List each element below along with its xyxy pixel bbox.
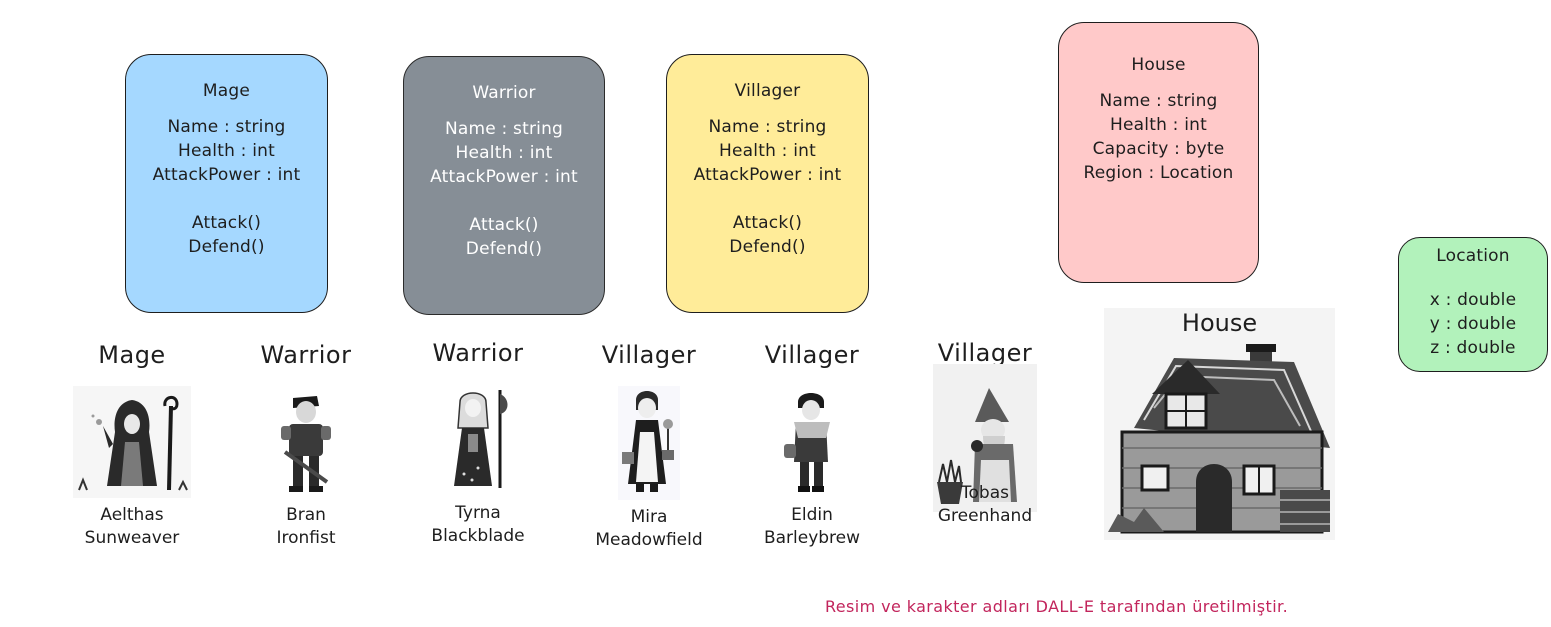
mage-sprite-icon bbox=[73, 386, 191, 498]
character-role-label: Villager bbox=[937, 339, 1033, 367]
character-name-line1: Tyrna bbox=[455, 503, 501, 523]
class-title: Mage bbox=[202, 81, 251, 101]
class-field: Name : string bbox=[1099, 91, 1218, 111]
class-field: Health : int bbox=[455, 143, 553, 163]
warrior-sprite-icon bbox=[442, 384, 514, 496]
villager-sprite-icon bbox=[618, 386, 680, 500]
class-field: z : double bbox=[1430, 338, 1516, 358]
section-gap bbox=[667, 187, 868, 211]
class-field: Health : int bbox=[178, 141, 275, 161]
class-field: Capacity : byte bbox=[1092, 139, 1225, 159]
character-name-line1: Tobas bbox=[961, 483, 1009, 503]
character-role-label: Mage bbox=[98, 341, 166, 369]
class-field: Name : string bbox=[167, 117, 286, 137]
character-card-tyrna: Warrior Tyrna Blackblade bbox=[408, 338, 548, 548]
class-method: Attack() bbox=[469, 215, 539, 235]
character-name-line1: Mira bbox=[630, 507, 668, 527]
class-field: Name : string bbox=[444, 119, 564, 139]
section-gap bbox=[404, 189, 604, 213]
class-method: Defend() bbox=[188, 237, 265, 257]
character-name-line2: Greenhand bbox=[937, 506, 1033, 526]
class-field: AttackPower : int bbox=[430, 167, 578, 187]
character-name-line2: Barleybrew bbox=[763, 528, 861, 548]
character-name-line1: Bran bbox=[286, 505, 326, 525]
character-card-bran: Warrior Bran Ironfist bbox=[236, 340, 376, 550]
character-role-label: Warrior bbox=[432, 339, 524, 367]
class-method: Attack() bbox=[732, 213, 803, 233]
class-field: AttackPower : int bbox=[693, 165, 842, 185]
class-title: Villager bbox=[734, 81, 801, 101]
character-role-label: Villager bbox=[601, 341, 697, 369]
warrior-class-box: Warrior Name : string Health : int Attac… bbox=[403, 56, 605, 315]
section-gap bbox=[126, 187, 327, 211]
character-name-line1: Aelthas bbox=[100, 505, 164, 525]
character-card-aelthas: Mage Aelthas Sunweaver bbox=[62, 340, 202, 550]
class-field: y : double bbox=[1429, 314, 1517, 334]
villager-sprite-icon bbox=[782, 386, 842, 498]
class-method: Attack() bbox=[191, 213, 262, 233]
house-illustration: House bbox=[1104, 308, 1335, 540]
class-field: Region : Location bbox=[1083, 163, 1234, 183]
character-role-label: Villager bbox=[764, 341, 860, 369]
character-card-tobas: Villager Tobas Greenhand bbox=[915, 338, 1055, 528]
villager-sprite-icon bbox=[933, 364, 1037, 512]
character-name-line2: Sunweaver bbox=[84, 528, 180, 548]
character-role-label: Warrior bbox=[260, 341, 352, 369]
class-title: House bbox=[1131, 55, 1186, 75]
class-field: Name : string bbox=[708, 117, 827, 137]
location-class-box: Location x : double y : double z : doubl… bbox=[1398, 237, 1548, 372]
character-name-line2: Blackblade bbox=[431, 526, 525, 546]
class-field: x : double bbox=[1429, 290, 1517, 310]
character-name-line2: Meadowfield bbox=[595, 530, 703, 550]
house-class-box: House Name : string Health : int Capacit… bbox=[1058, 22, 1259, 283]
house-sprite-icon bbox=[1104, 308, 1335, 540]
house-illustration-label: House bbox=[1181, 309, 1258, 337]
character-name-line2: Ironfist bbox=[276, 528, 336, 548]
class-field: Health : int bbox=[719, 141, 816, 161]
character-card-eldin: Villager Eldin Barleybrew bbox=[742, 340, 882, 550]
class-title: Warrior bbox=[472, 83, 536, 103]
character-name-line1: Eldin bbox=[791, 505, 833, 525]
footnote: Resim ve karakter adları DALL-E tarafınd… bbox=[825, 597, 1289, 616]
class-field: AttackPower : int bbox=[152, 165, 301, 185]
class-title: Location bbox=[1436, 246, 1510, 266]
class-method: Defend() bbox=[729, 237, 806, 257]
class-method: Defend() bbox=[465, 239, 543, 259]
warrior-sprite-icon bbox=[271, 386, 341, 498]
class-field: Health : int bbox=[1110, 115, 1207, 135]
character-card-mira: Villager Mira Meadowfield bbox=[579, 340, 719, 552]
mage-class-box: Mage Name : string Health : int AttackPo… bbox=[125, 54, 328, 313]
villager-class-box: Villager Name : string Health : int Atta… bbox=[666, 54, 869, 313]
